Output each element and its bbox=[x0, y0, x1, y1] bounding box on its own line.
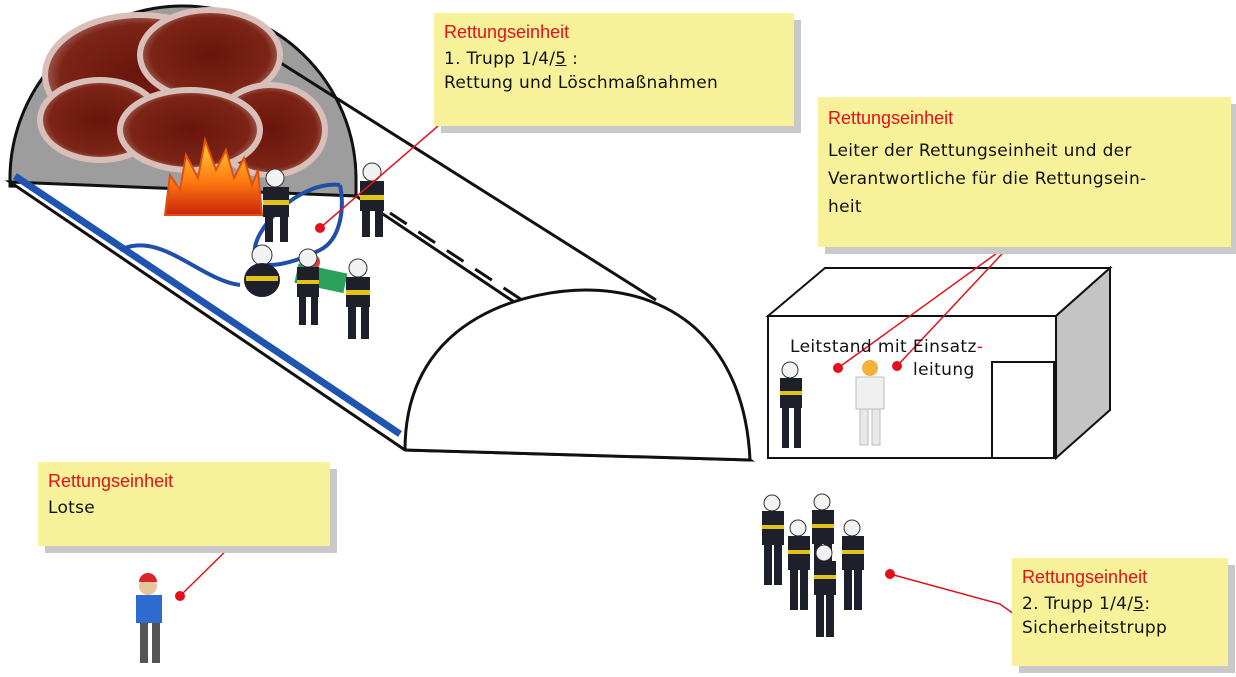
building-top bbox=[765, 267, 1113, 317]
note-line: Lotse bbox=[48, 498, 96, 519]
building-label-text: leitung bbox=[913, 360, 975, 380]
control-building bbox=[765, 265, 1113, 461]
note-title: Rettungseinheit bbox=[48, 471, 174, 491]
note-trupp-2: Rettungseinheit 2. Trupp 1/4/5: Sicherhe… bbox=[1012, 558, 1228, 666]
note-text-underlined: 5 bbox=[555, 49, 567, 70]
note-lotse: Rettungseinheit Lotse bbox=[38, 462, 330, 546]
note-trupp-1: Rettungseinheit 1. Trupp 1/4/5 : Rettung… bbox=[434, 13, 794, 126]
tunnel-hidden-edge bbox=[389, 211, 523, 302]
note-line: 1. Trupp 1/4/5 : bbox=[444, 48, 784, 72]
note-line: 2. Trupp 1/4/5: bbox=[1022, 593, 1218, 617]
note-line: Verantwortliche für die Rettungsein- bbox=[828, 168, 1147, 189]
operations-leader bbox=[855, 360, 885, 446]
firefighter-kneeling bbox=[244, 244, 280, 297]
note-line: Leiter der Rettungseinheit und der bbox=[828, 140, 1132, 161]
escape-rail bbox=[13, 173, 402, 437]
note-line: Rettung und Löschmaßnahmen bbox=[444, 72, 719, 93]
tunnel-portal-near bbox=[403, 288, 752, 461]
building-label-line1: Leitstand mit Einsatz- bbox=[790, 337, 983, 357]
firefighter-1 bbox=[263, 168, 289, 242]
tunnel-near-bottom bbox=[404, 448, 751, 462]
building-label-line2: leitung bbox=[913, 360, 975, 380]
note-line: heit bbox=[828, 196, 862, 217]
firefighter-2 bbox=[360, 162, 384, 237]
note-title: Rettungseinheit bbox=[444, 22, 570, 42]
firefighter-group-tunnel bbox=[244, 162, 384, 339]
note-leiter: Rettungseinheit Leiter der Rettungseinhe… bbox=[818, 97, 1231, 247]
firefighter-3 bbox=[297, 248, 319, 325]
note-text-underlined: 5 bbox=[1133, 594, 1145, 615]
note-text: 1. Trupp 1/4/ bbox=[444, 49, 556, 70]
safety-squad-group bbox=[762, 493, 864, 637]
note-text: : bbox=[1144, 594, 1151, 615]
building-label-text: Leitstand mit Einsatz bbox=[790, 337, 977, 357]
note-line: Sicherheitstrupp bbox=[1022, 617, 1168, 638]
fire bbox=[163, 136, 264, 216]
building-door bbox=[991, 361, 1055, 459]
lotse-person bbox=[136, 573, 162, 663]
firefighter-4 bbox=[346, 258, 370, 339]
note-title: Rettungseinheit bbox=[1022, 567, 1148, 587]
note-title: Rettungseinheit bbox=[828, 108, 954, 128]
note-text: : bbox=[566, 49, 579, 70]
firefighter-hq bbox=[780, 361, 802, 448]
smoke-cloud bbox=[37, 7, 328, 178]
note-text: 2. Trupp 1/4/ bbox=[1022, 594, 1134, 615]
building-label-hyphen: - bbox=[976, 337, 984, 357]
